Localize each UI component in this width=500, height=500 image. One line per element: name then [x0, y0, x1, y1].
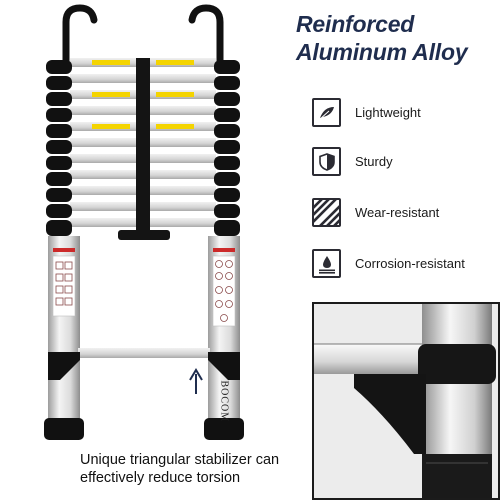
feature-lightweight: Lightweight: [312, 98, 421, 127]
shield-icon: [312, 147, 341, 176]
feature-label: Wear-resistant: [355, 205, 440, 220]
headline-line-1: Reinforced: [296, 11, 415, 37]
callout-arrow: [189, 368, 203, 394]
headline: Reinforced Aluminum Alloy: [296, 10, 496, 66]
feature-corrosion-resistant: Corrosion-resistant: [312, 249, 465, 278]
stabilizer-detail-inset: [312, 302, 500, 500]
caption-line-1: Unique triangular stabilizer can: [80, 452, 280, 468]
hook-left: [62, 4, 98, 66]
caption: Unique triangular stabilizer can effecti…: [80, 451, 320, 487]
rail-right: [208, 236, 240, 436]
bottom-rung: [48, 348, 240, 380]
feature-label: Corrosion-resistant: [355, 256, 465, 271]
hinge-stack-right: [214, 60, 240, 236]
brand-label: BOCOM: [218, 380, 230, 423]
strap: [118, 58, 170, 240]
stabilizer-detail-image: [314, 304, 498, 498]
caption-line-2: effectively reduce torsion: [80, 470, 241, 486]
feature-sturdy: Sturdy: [312, 147, 393, 176]
rail-left: [48, 236, 80, 436]
droplet-icon: [312, 249, 341, 278]
feature-label: Sturdy: [355, 154, 393, 169]
feature-label: Lightweight: [355, 105, 421, 120]
headline-line-2: Aluminum Alloy: [296, 39, 468, 65]
ladder-illustration: [44, 4, 244, 440]
feature-wear-resistant: Wear-resistant: [312, 198, 439, 227]
stripes-icon: [312, 198, 341, 227]
hinge-stack-left: [46, 60, 72, 236]
hook-right: [188, 4, 224, 66]
feet: [44, 418, 244, 440]
feather-icon: [312, 98, 341, 127]
